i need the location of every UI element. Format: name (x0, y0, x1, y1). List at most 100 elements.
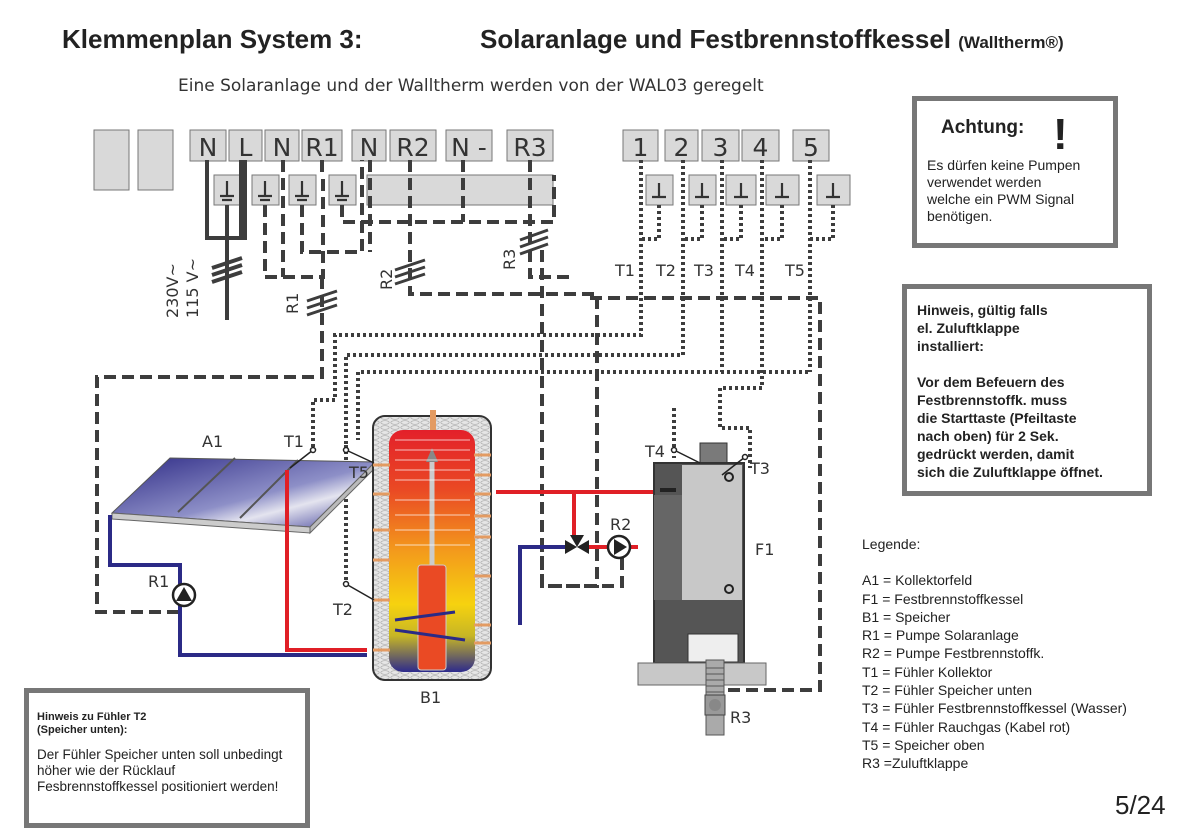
legend-item: R1 = Pumpe Solaranlage (862, 627, 1019, 644)
page-number: 5/24 (1115, 790, 1166, 820)
note-line: Vor dem Befeuern des (917, 374, 1065, 390)
power-terminal-label: N (360, 133, 379, 162)
power-terminal-label: L (239, 133, 253, 162)
collector-label: A1 (202, 432, 223, 451)
warning-body: Es dürfen keine Pumpen verwendet werden … (927, 157, 1105, 225)
sensor-ground-row (645, 174, 851, 206)
legend-item: R2 = Pumpe Festbrennstoffk. (862, 645, 1045, 662)
note-line: (Speicher unten): (37, 724, 128, 736)
sensor-terminal (792, 129, 830, 162)
storage-top-sensor-label: T5 (348, 463, 369, 482)
boiler-label: F1 (755, 540, 774, 559)
power-terminal (389, 129, 437, 162)
supply-voltage-label-1: 230V~ (163, 263, 182, 318)
sensor-terminal (622, 129, 659, 162)
sensor-label-t2: T2 (655, 261, 676, 280)
note-line: installiert: (917, 338, 984, 354)
sensor-terminal-label: 3 (713, 133, 729, 162)
subtitle: Eine Solaranlage und der Walltherm werde… (178, 76, 764, 96)
sensor-terminal-label: 4 (753, 133, 769, 162)
cable-label-r1: R1 (283, 293, 302, 314)
power-terminal-label: R3 (513, 133, 546, 162)
power-terminal (264, 129, 300, 162)
storage-label: B1 (420, 688, 441, 707)
sensor-label-t3: T3 (693, 261, 714, 280)
storage-tank (372, 410, 492, 681)
legend-item: T3 = Fühler Festbrennstoffkessel (Wasser… (862, 700, 1127, 717)
legend-item: T4 = Fühler Rauchgas (Kabel rot) (862, 718, 1071, 735)
sensor-label-t1: T1 (614, 261, 635, 280)
warning-line: verwendet werden (927, 174, 1042, 190)
sensor-label-t4: T4 (734, 261, 755, 280)
power-terminal-label: R2 (396, 133, 429, 162)
sensor-terminal-label: 1 (633, 133, 649, 162)
cable-tick-marks (306, 228, 549, 317)
warning-line: Es dürfen keine Pumpen (927, 157, 1081, 173)
power-terminal-label: N - (451, 133, 487, 162)
solar-pipes (108, 470, 656, 657)
boiler-pump-label: R2 (610, 515, 631, 534)
power-terminal (228, 129, 263, 162)
warning-box: Achtung: ! Es dürfen keine Pumpen verwen… (912, 96, 1118, 248)
power-terminal (189, 129, 227, 162)
note-line: Der Fühler Speicher unten soll unbedingt (37, 747, 283, 762)
supply-voltage-label-2: 115 V~ (183, 258, 202, 318)
ground-terminal-row (213, 174, 554, 206)
water-sensor-label: T3 (749, 459, 770, 478)
legend-item: B1 = Speicher (862, 608, 951, 625)
sensor-probes (289, 446, 749, 601)
t2-note-body: Der Fühler Speicher unten soll unbedingt… (37, 747, 297, 795)
sensor-terminal-label: 5 (803, 133, 819, 162)
page-title-right: Solaranlage und Festbrennstoffkessel (Wa… (480, 24, 1064, 55)
air-damper-label: R3 (730, 708, 751, 727)
t2-note-box: Hinweis zu Fühler T2 (Speicher unten): D… (24, 688, 310, 828)
legend-item: F1 = Festbrennstoffkessel (862, 590, 1024, 607)
power-terminal-label: N (199, 133, 218, 162)
exclamation-icon: ! (1053, 110, 1068, 159)
pump-r1-symbol (171, 582, 197, 608)
damper-note-body: Vor dem Befeuern des Festbrennstoffk. mu… (917, 373, 1139, 481)
boiler-f1 (637, 442, 767, 736)
damper-note-heading: Hinweis, gültig falls el. Zuluftklappe i… (917, 301, 1139, 355)
solar-pump-label: R1 (148, 572, 169, 591)
power-terminal-label: R1 (305, 133, 338, 162)
power-terminal-label: N (273, 133, 292, 162)
blank-terminals (93, 129, 174, 191)
legend-item: R3 =Zuluftklappe (862, 755, 969, 772)
title-suffix: (Walltherm®) (958, 33, 1064, 52)
warning-line: benötigen. (927, 208, 993, 224)
legend-heading: Legende: (862, 536, 921, 552)
supply-wiring (205, 160, 247, 320)
pump-r2-symbol (606, 534, 632, 560)
legend-item: T5 = Speicher oben (862, 736, 985, 753)
power-terminal (445, 129, 493, 162)
title-main: Solaranlage und Festbrennstoffkessel (480, 24, 952, 54)
power-terminal (351, 129, 387, 162)
power-terminal (301, 129, 343, 162)
note-line: nach oben) für 2 Sek. (917, 428, 1059, 444)
cable-label-r3: R3 (500, 249, 519, 270)
note-line: el. Zuluftklappe (917, 320, 1020, 336)
mixing-valve (565, 535, 589, 554)
legend-item: A1 = Kollektorfeld (862, 572, 973, 589)
warning-line: welche ein PWM Signal (927, 191, 1075, 207)
storage-bottom-sensor-label: T2 (332, 600, 353, 619)
note-line: sich die Zuluftklappe öffnet. (917, 464, 1103, 480)
sensor-terminal (741, 129, 780, 162)
collector-sensor-label: T1 (283, 432, 304, 451)
flue-sensor-label: T4 (644, 442, 665, 461)
note-line: die Starttaste (Pfeiltaste (917, 410, 1077, 426)
legend-item: T2 = Fühler Speicher unten (862, 682, 1033, 699)
page-title-left: Klemmenplan System 3: (62, 24, 363, 54)
sensor-label-t5: T5 (784, 261, 805, 280)
note-line: Festbrennstoffk. muss (917, 392, 1068, 408)
note-line: höher wie der Rücklauf (37, 763, 176, 778)
sensor-wiring (311, 160, 835, 583)
legend-item: T1 = Fühler Kollektor (862, 663, 993, 680)
damper-note-box: Hinweis, gültig falls el. Zuluftklappe i… (902, 284, 1152, 496)
solar-collector (110, 457, 377, 535)
sensor-terminal-label: 2 (674, 133, 690, 162)
